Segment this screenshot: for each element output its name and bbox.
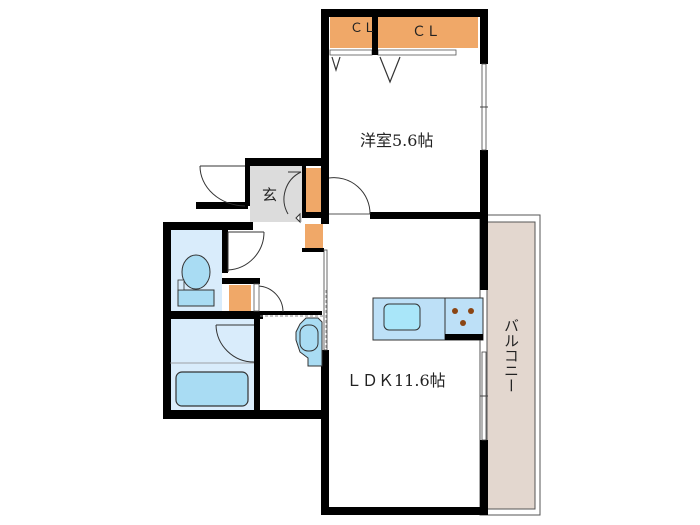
ldk-label: ＬＤＫ11.6帖 <box>346 371 446 390</box>
closet-right <box>378 16 478 48</box>
closet-left <box>330 16 372 48</box>
entrance-floor <box>250 164 302 222</box>
entrance-label: 玄 <box>262 186 277 204</box>
window-ldk <box>480 351 488 441</box>
storage-toilet-side <box>229 285 251 311</box>
storage-small <box>305 224 323 250</box>
balcony <box>479 214 541 516</box>
window-bedroom <box>480 63 488 151</box>
balcony-label: バルコニー <box>502 318 520 393</box>
walls <box>163 9 488 515</box>
entrance-door <box>199 165 246 207</box>
western-room-label: 洋室5.6帖 <box>360 131 433 150</box>
toilet-fixture <box>177 254 215 307</box>
kitchen-counter <box>372 297 484 341</box>
closet-left-label: ＣＬ <box>350 21 376 36</box>
shoe-storage <box>305 168 323 213</box>
bedroom-door <box>328 177 371 215</box>
bathtub <box>175 371 249 407</box>
wash-basin <box>295 317 323 367</box>
closet-right-label: ＣＬ <box>412 24 440 40</box>
